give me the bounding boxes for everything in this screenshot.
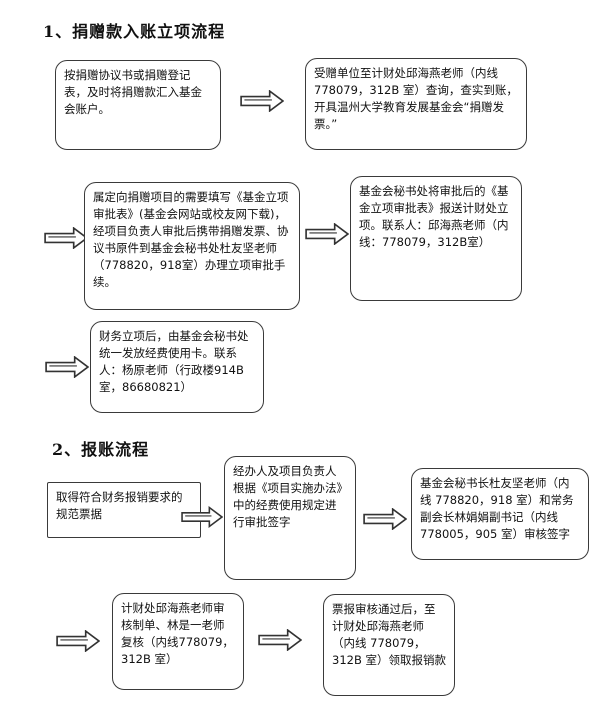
s1-step2: 受赠单位至计财处邱海燕老师（内线778079，312B 室）查询，查实到账，开具… (305, 58, 527, 150)
section1-title: 1、捐赠款入账立项流程 (43, 22, 226, 41)
s2-step3: 基金会秘书长杜友坚老师（内线 778820，918 室）和常务副会长林娟娟副书记… (411, 468, 589, 560)
s2-arrow-1-icon (181, 506, 223, 528)
s1-step5: 财务立项后，由基金会秘书处统一发放经费使用卡。联系人：杨原老师（行政楼914B室… (90, 321, 264, 413)
s2-arrow-4-icon (258, 629, 302, 651)
s1-step3: 属定向捐赠项目的需要填写《基金立项审批表》(基金会网站或校友网下载)，经项目负责… (84, 182, 300, 310)
s2-arrow-3-icon (56, 630, 100, 652)
section2-title: 2、报账流程 (52, 440, 150, 459)
s2-step2: 经办人及项目负责人根据《项目实施办法》中的经费使用规定进行审批签字 (224, 456, 356, 580)
s1-step1: 按捐赠协议书或捐赠登记表，及时将捐赠款汇入基金会账户。 (55, 60, 221, 150)
s1-arrow-4-icon (45, 356, 89, 378)
s2-step5: 票报审核通过后，至计财处邱海燕老师（内线 778079，312B 室）领取报销款 (323, 594, 455, 696)
s1-arrow-1-icon (240, 90, 284, 112)
s1-step4: 基金会秘书处将审批后的《基金立项审批表》报送计财处立项。联系人：邱海燕老师（内线… (350, 176, 522, 301)
s1-arrow-2-icon (44, 227, 88, 249)
s2-arrow-2-icon (363, 508, 407, 530)
s2-step4: 计财处邱海燕老师审核制单、林是一老师复核（内线778079，312B 室） (112, 593, 244, 690)
s1-arrow-3-icon (305, 223, 349, 245)
s2-step1: 取得符合财务报销要求的规范票据 (47, 482, 201, 538)
